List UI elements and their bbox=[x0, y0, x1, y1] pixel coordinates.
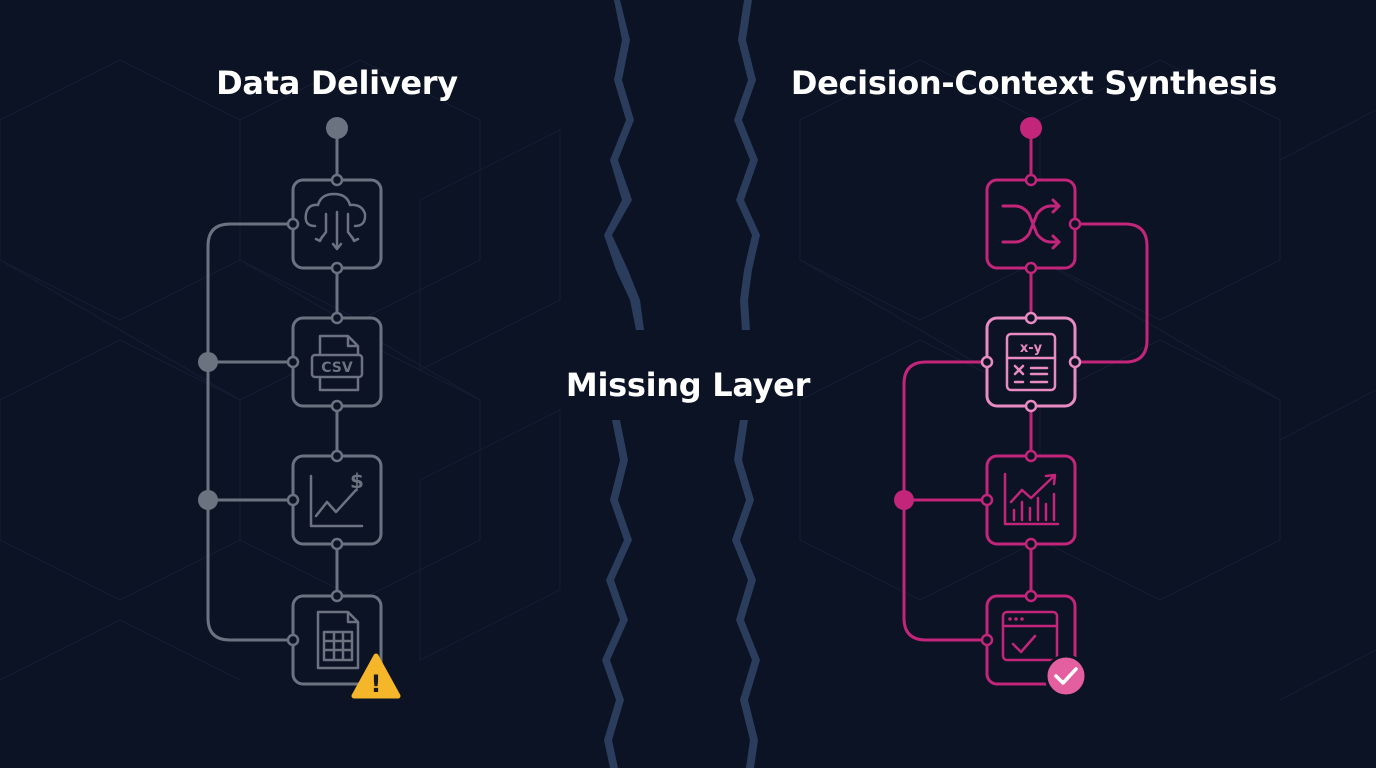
formula-calculator-icon bbox=[1005, 332, 1057, 392]
right-panel-title: Decision-Context Synthesis bbox=[790, 64, 1278, 102]
left-node-spreadsheet bbox=[286, 589, 383, 686]
right-node-formula: x-y bbox=[980, 311, 1082, 413]
shuffle-icon bbox=[1001, 198, 1061, 250]
cloud-download-icon bbox=[304, 192, 367, 251]
right-junction-dot bbox=[894, 490, 914, 510]
csv-label: CSV bbox=[321, 360, 353, 376]
check-circle-icon bbox=[1044, 654, 1088, 698]
browser-window-check-icon bbox=[1001, 610, 1059, 662]
right-node-shuffle bbox=[985, 173, 1082, 275]
left-flow bbox=[206, 126, 339, 642]
left-junction-dot bbox=[198, 352, 218, 372]
crack-left bbox=[602, 0, 644, 768]
right-node-growth bbox=[980, 449, 1077, 551]
left-node-csv: CSV bbox=[286, 311, 383, 413]
warning-icon: ! bbox=[351, 653, 401, 699]
left-node-chart: $ bbox=[286, 449, 383, 551]
background-grid bbox=[0, 59, 1376, 701]
csv-file-icon bbox=[310, 334, 364, 392]
missing-layer-label: Missing Layer bbox=[565, 366, 811, 404]
left-start-dot bbox=[326, 117, 348, 139]
left-node-cloud bbox=[286, 173, 383, 275]
crack-right bbox=[732, 0, 760, 768]
left-junction-dot bbox=[198, 490, 218, 510]
bar-growth-chart-icon bbox=[1003, 472, 1060, 526]
line-chart-dollar-icon bbox=[309, 474, 364, 528]
warning-symbol: ! bbox=[371, 670, 382, 698]
formula-label: x-y bbox=[1020, 341, 1043, 356]
dollar-label: $ bbox=[350, 469, 364, 493]
left-panel-title: Data Delivery bbox=[216, 64, 458, 102]
spreadsheet-icon bbox=[316, 610, 360, 670]
right-start-dot bbox=[1020, 117, 1042, 139]
